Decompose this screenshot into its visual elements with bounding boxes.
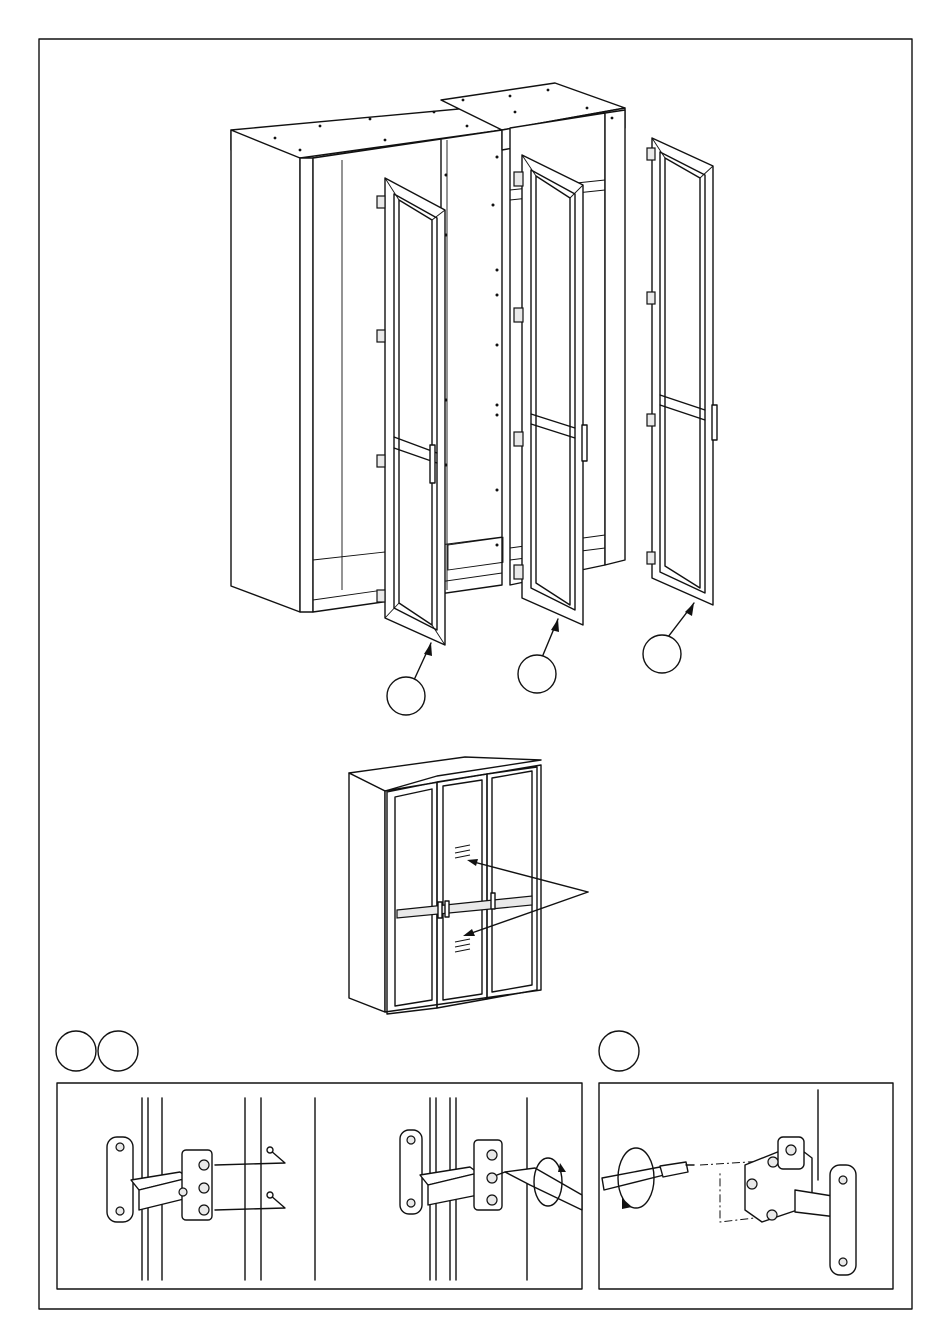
screw-icon: [199, 1183, 209, 1193]
door-right: [647, 138, 717, 605]
hinge-adjust-detail: [599, 1083, 893, 1289]
screwdriver-icon: [497, 1168, 582, 1210]
wardrobe-assembled-view: [349, 757, 588, 1014]
door-middle: [514, 155, 587, 625]
screw-icon: [487, 1195, 497, 1205]
hinge-icon: [400, 1130, 502, 1214]
callout-circle-step-b: [98, 1031, 138, 1071]
screw-icon: [487, 1150, 497, 1160]
handle-icon: [712, 405, 717, 440]
handle-icon: [430, 445, 435, 483]
hinge-icon: [745, 1137, 856, 1275]
callout-circle-step-c: [599, 1031, 639, 1071]
left-cabinet: [231, 105, 503, 612]
wardrobe-exploded-view: [231, 83, 717, 715]
callout-circle-door-left: [387, 677, 425, 715]
hinge-attach-detail: [57, 1083, 582, 1289]
screw-icon: [747, 1179, 757, 1189]
screw-icon: [199, 1205, 209, 1215]
handle-icon: [438, 902, 442, 918]
screw-icon: [767, 1210, 777, 1220]
callout-circle-door-middle: [518, 655, 556, 693]
screwdriver-icon: [602, 1162, 694, 1190]
door-left: [377, 178, 445, 645]
hinge-icon: [107, 1137, 212, 1222]
screw-icon: [768, 1157, 778, 1167]
screw-icon: [786, 1145, 796, 1155]
handle-icon: [491, 893, 495, 909]
handle-icon: [582, 425, 587, 461]
screw-icon: [199, 1160, 209, 1170]
callout-circle-door-right: [643, 635, 681, 673]
handle-icon: [445, 901, 449, 917]
screw-icon: [487, 1173, 497, 1183]
callout-circle-step-a: [56, 1031, 96, 1071]
